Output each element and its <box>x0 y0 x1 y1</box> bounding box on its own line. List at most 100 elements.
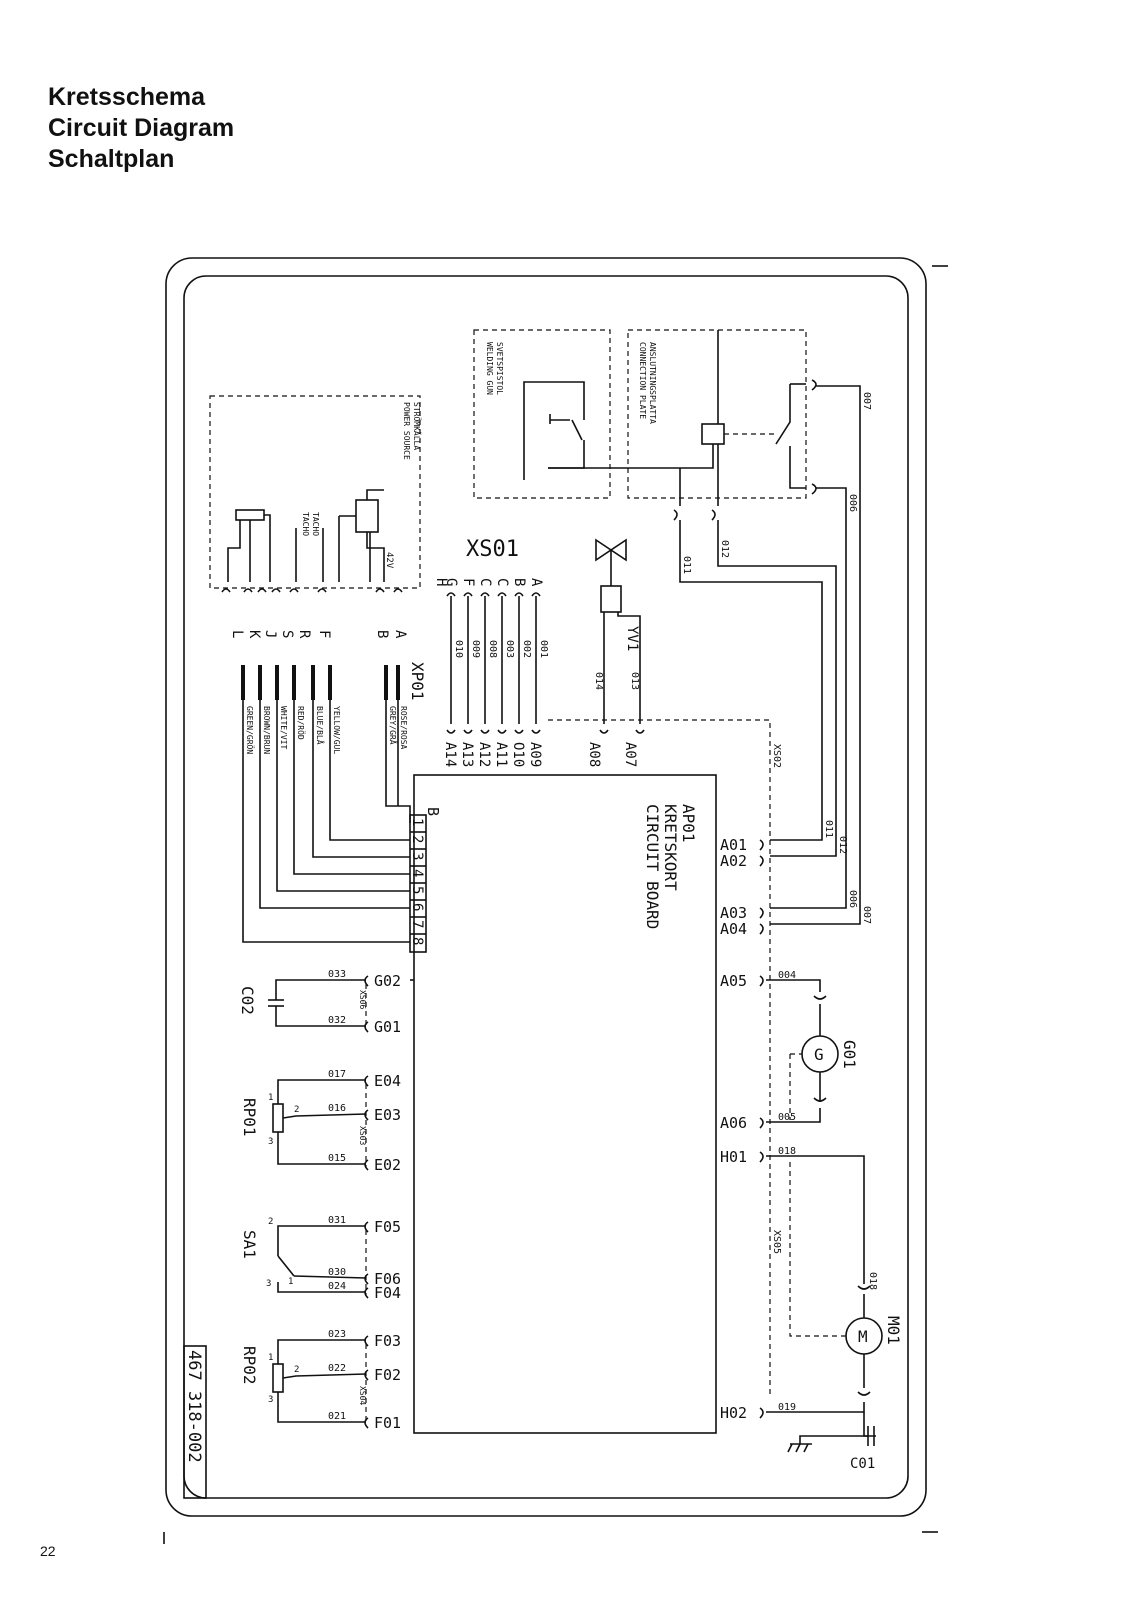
wire-003: 003 <box>504 640 515 658</box>
capacitor-c02 <box>268 979 366 1027</box>
power-source-name-sv: STRÖMKÄLLA <box>412 402 422 450</box>
terminal-a02: A02 <box>720 852 747 870</box>
wire-010: 010 <box>453 640 464 658</box>
left-terminal-labels: G02 G01 E04 E03 E02 F05 F06 F04 F03 F02 … <box>374 972 401 1432</box>
power-source-name-en: POWER SOURCE <box>402 402 411 460</box>
terminal-a07: A07 <box>622 742 638 767</box>
rp01-pin-1: 1 <box>268 1093 273 1103</box>
xs02-dashed <box>548 719 771 1395</box>
rp01-pin-2: 2 <box>294 1105 299 1115</box>
wire-009: 009 <box>470 640 481 658</box>
right-wire-012: 012 <box>837 836 848 854</box>
wire-013: 013 <box>629 672 640 690</box>
terminal-a06: A06 <box>720 1114 747 1132</box>
xs02-label: XS02 <box>771 744 782 768</box>
xs06-label: XS06 <box>358 990 367 1009</box>
wire-008: 008 <box>487 640 498 658</box>
terminal-h02: H02 <box>720 1404 747 1422</box>
wire-color-2: GREY/GRÅ <box>388 706 399 745</box>
xp01-pin-letters: A B F R S J K L <box>229 630 408 639</box>
power-source-relay <box>355 499 379 533</box>
sa1-pin-1: 1 <box>288 1277 293 1287</box>
terminal-a03: A03 <box>720 904 747 922</box>
terminal-g02: G02 <box>374 972 401 990</box>
motor-symbol: M <box>858 1327 868 1346</box>
wire-032: 032 <box>328 1015 346 1026</box>
terminal-f05: F05 <box>374 1218 401 1236</box>
plate-wire-012: 012 <box>719 540 730 558</box>
xp01-pin-l: L <box>229 630 245 638</box>
power-source-voltage: 42V <box>384 552 394 569</box>
wire-016: 016 <box>328 1103 346 1114</box>
wire-color-4: BLUE/BLÅ <box>315 706 326 745</box>
wire-030: 030 <box>328 1267 346 1278</box>
wire-033: 033 <box>328 969 346 980</box>
welding-gun-name-en: WELDING GUN <box>485 342 494 395</box>
terminal-a12: A12 <box>476 742 492 767</box>
terminal-a11: A11 <box>493 742 509 767</box>
wire-024: 024 <box>328 1281 346 1292</box>
rp02-pin-1: 1 <box>268 1353 273 1363</box>
capacitor-c01-label: C01 <box>850 1456 875 1472</box>
left-terminal-forks <box>364 975 369 1429</box>
connector-b-label: B <box>424 807 442 816</box>
welding-gun-name-sv: SVETSPISTOL <box>495 342 504 395</box>
xs01-pin-letters: A B C C F G H <box>433 578 544 587</box>
terminal-a13: A13 <box>459 742 475 767</box>
right-wire-018b: 018 <box>867 1272 878 1290</box>
terminal-e03: E03 <box>374 1106 401 1124</box>
connection-plate-wiring <box>548 330 861 925</box>
plate-wire-011: 011 <box>681 556 692 574</box>
xp01-connector-forks <box>221 588 403 593</box>
outer-frame <box>165 257 927 1517</box>
welding-gun-box <box>473 329 611 499</box>
rp02-label: RP02 <box>240 1346 259 1385</box>
contact-wire-006: 006 <box>847 494 858 512</box>
terminal-f06: F06 <box>374 1270 401 1288</box>
xs04-label: XS04 <box>358 1386 367 1405</box>
circuit-board-name-sv: KRETSKORT <box>661 804 680 891</box>
right-wire-019: 019 <box>778 1402 796 1413</box>
right-wire-004: 004 <box>778 970 796 981</box>
top-wire-numbers: 010 009 008 003 002 001 014 013 <box>453 640 640 690</box>
terminal-f02: F02 <box>374 1366 401 1384</box>
xp01-wires <box>241 665 411 943</box>
wire-color-3: YELLOW/GUL <box>332 706 341 754</box>
right-terminal-forks <box>759 839 764 1419</box>
right-wire-011: 011 <box>823 820 834 838</box>
wire-color-5: RED/RÖD <box>296 706 306 740</box>
connection-plate-name-sv: ANSLUTNINGSPLATTA <box>648 342 657 424</box>
xs03-label: XS03 <box>358 1126 367 1145</box>
rp01-label: RP01 <box>240 1098 259 1137</box>
motor-label: M01 <box>884 1316 903 1345</box>
circuit-board-name-en: CIRCUIT BOARD <box>643 804 662 929</box>
potentiometer-rp01 <box>272 1079 367 1165</box>
wire-001: 001 <box>538 640 549 658</box>
pin-5: 5 <box>409 886 425 894</box>
pin-1: 1 <box>409 818 425 826</box>
terminal-f03: F03 <box>374 1332 401 1350</box>
heading-english: Circuit Diagram <box>48 114 235 142</box>
wire-color-6: WHITE/VIT <box>279 706 288 750</box>
generator-label: G01 <box>840 1040 859 1069</box>
tacho-label-2: TACHO <box>301 512 310 536</box>
pin-strip-dividers <box>410 831 426 935</box>
xs01-pin-h: H <box>433 578 449 586</box>
sa1-pin-2: 2 <box>268 1217 273 1227</box>
contact-wire-007: 007 <box>861 392 872 410</box>
terminal-e04: E04 <box>374 1072 401 1090</box>
sa1-label: SA1 <box>240 1230 259 1259</box>
wire-017: 017 <box>328 1069 346 1080</box>
right-wire-numbers: 011 012 006 007 004 005 018 019 018 <box>778 820 878 1413</box>
potentiometer-rp02 <box>272 1339 367 1423</box>
xp01-pin-a: A <box>392 630 408 639</box>
terminal-o10: O10 <box>510 742 526 767</box>
rp01-pin-3: 3 <box>268 1137 273 1147</box>
power-source-wiring <box>227 489 385 582</box>
rp02-pin-2: 2 <box>294 1365 299 1375</box>
xs01-wires <box>446 592 541 734</box>
pin-8: 8 <box>409 937 425 945</box>
drawing-number-box <box>183 1345 207 1499</box>
right-terminal-labels: A01 A02 A03 A04 A05 A06 H01 H02 <box>720 836 747 1422</box>
